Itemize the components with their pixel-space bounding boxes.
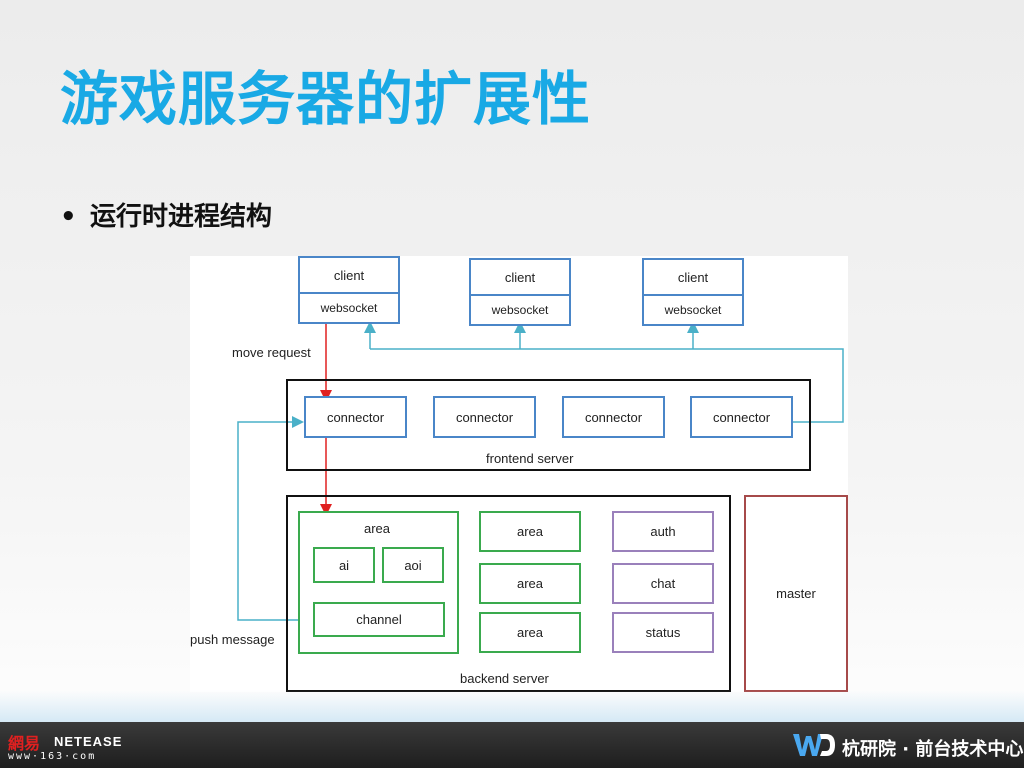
chat-box: chat — [612, 563, 714, 604]
netease-logo-en: NETEASE — [54, 734, 123, 749]
connector-box-3: connector — [562, 396, 665, 438]
move-request-label: move request — [232, 345, 311, 360]
footer-right-text: 杭研院 · 前台技术中心 — [842, 739, 1024, 760]
area-box-1: area — [479, 511, 581, 552]
bullet-dot-icon: • — [60, 202, 77, 232]
area-group-title: area — [364, 521, 391, 536]
frontend-server-label: frontend server — [486, 451, 574, 466]
ai-box: ai — [313, 547, 375, 583]
websocket-box-2: websocket — [469, 294, 571, 326]
bullet-item: • 运行时进程结构 — [60, 196, 272, 233]
client-box-3: client — [642, 258, 744, 296]
websocket-box-1: websocket — [298, 292, 400, 324]
auth-box: auth — [612, 511, 714, 552]
push-message-label: push message — [190, 632, 275, 647]
backend-server-label: backend server — [460, 671, 549, 686]
netease-url: www·163·com — [8, 751, 97, 762]
netease-logo-cn: 網易 — [8, 734, 41, 753]
client-box-2: client — [469, 258, 571, 296]
footer-glow — [0, 690, 1024, 722]
connector-box-1: connector — [304, 396, 407, 438]
footer-bar — [0, 722, 1024, 768]
wd-logo-icon — [793, 734, 835, 756]
client-box-1: client — [298, 256, 400, 294]
connector-box-2: connector — [433, 396, 536, 438]
channel-box: channel — [313, 602, 445, 637]
connector-box-4: connector — [690, 396, 793, 438]
websocket-box-3: websocket — [642, 294, 744, 326]
master-box: master — [744, 495, 848, 692]
area-box-3: area — [479, 612, 581, 653]
aoi-box: aoi — [382, 547, 444, 583]
bullet-text: 运行时进程结构 — [90, 202, 273, 232]
area-box-2: area — [479, 563, 581, 604]
frontend-server-box — [286, 379, 811, 471]
status-box: status — [612, 612, 714, 653]
slide-title: 游戏服务器的扩展性 — [60, 65, 592, 133]
